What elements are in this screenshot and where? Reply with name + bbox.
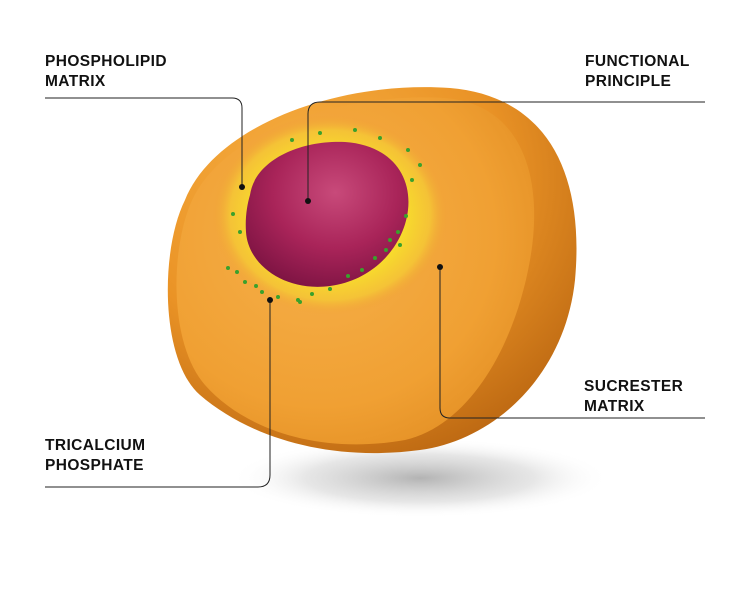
endpoint-functional: [305, 198, 311, 204]
leader-endpoints: [239, 184, 443, 303]
label-sucrester-line1: SUCRESTER: [584, 378, 684, 395]
label-phospholipid-line2: MATRIX: [45, 73, 106, 90]
label-phospholipid-line1: PHOSPHOLIPID: [45, 53, 167, 70]
label-sucrester-line2: MATRIX: [584, 398, 645, 415]
label-phospholipid-matrix: PHOSPHOLIPID MATRIX: [45, 52, 167, 92]
label-sucrester-matrix: SUCRESTER MATRIX: [584, 377, 683, 417]
leader-sucrester: [439, 268, 705, 419]
leader-functional: [307, 101, 705, 200]
label-tricalcium-phosphate: TRICALCIUM PHOSPHATE: [45, 436, 145, 476]
leader-phospholipid: [45, 97, 243, 186]
label-tricalcium-line1: TRICALCIUM: [45, 437, 146, 454]
endpoint-sucrester: [437, 264, 443, 270]
label-tricalcium-line2: PHOSPHATE: [45, 457, 144, 474]
label-functional-line2: PRINCIPLE: [585, 73, 672, 90]
endpoint-phospholipid: [239, 184, 245, 190]
label-functional-line1: FUNCTIONAL: [585, 53, 690, 70]
leader-tricalcium: [45, 300, 271, 488]
particle-shadow: [230, 438, 610, 518]
endpoint-tricalcium: [267, 297, 273, 303]
leader-lines: [45, 97, 705, 488]
functional-core: [245, 141, 409, 287]
label-functional-principle: FUNCTIONAL PRINCIPLE: [585, 52, 690, 92]
tricalcium-granules: [226, 128, 422, 304]
